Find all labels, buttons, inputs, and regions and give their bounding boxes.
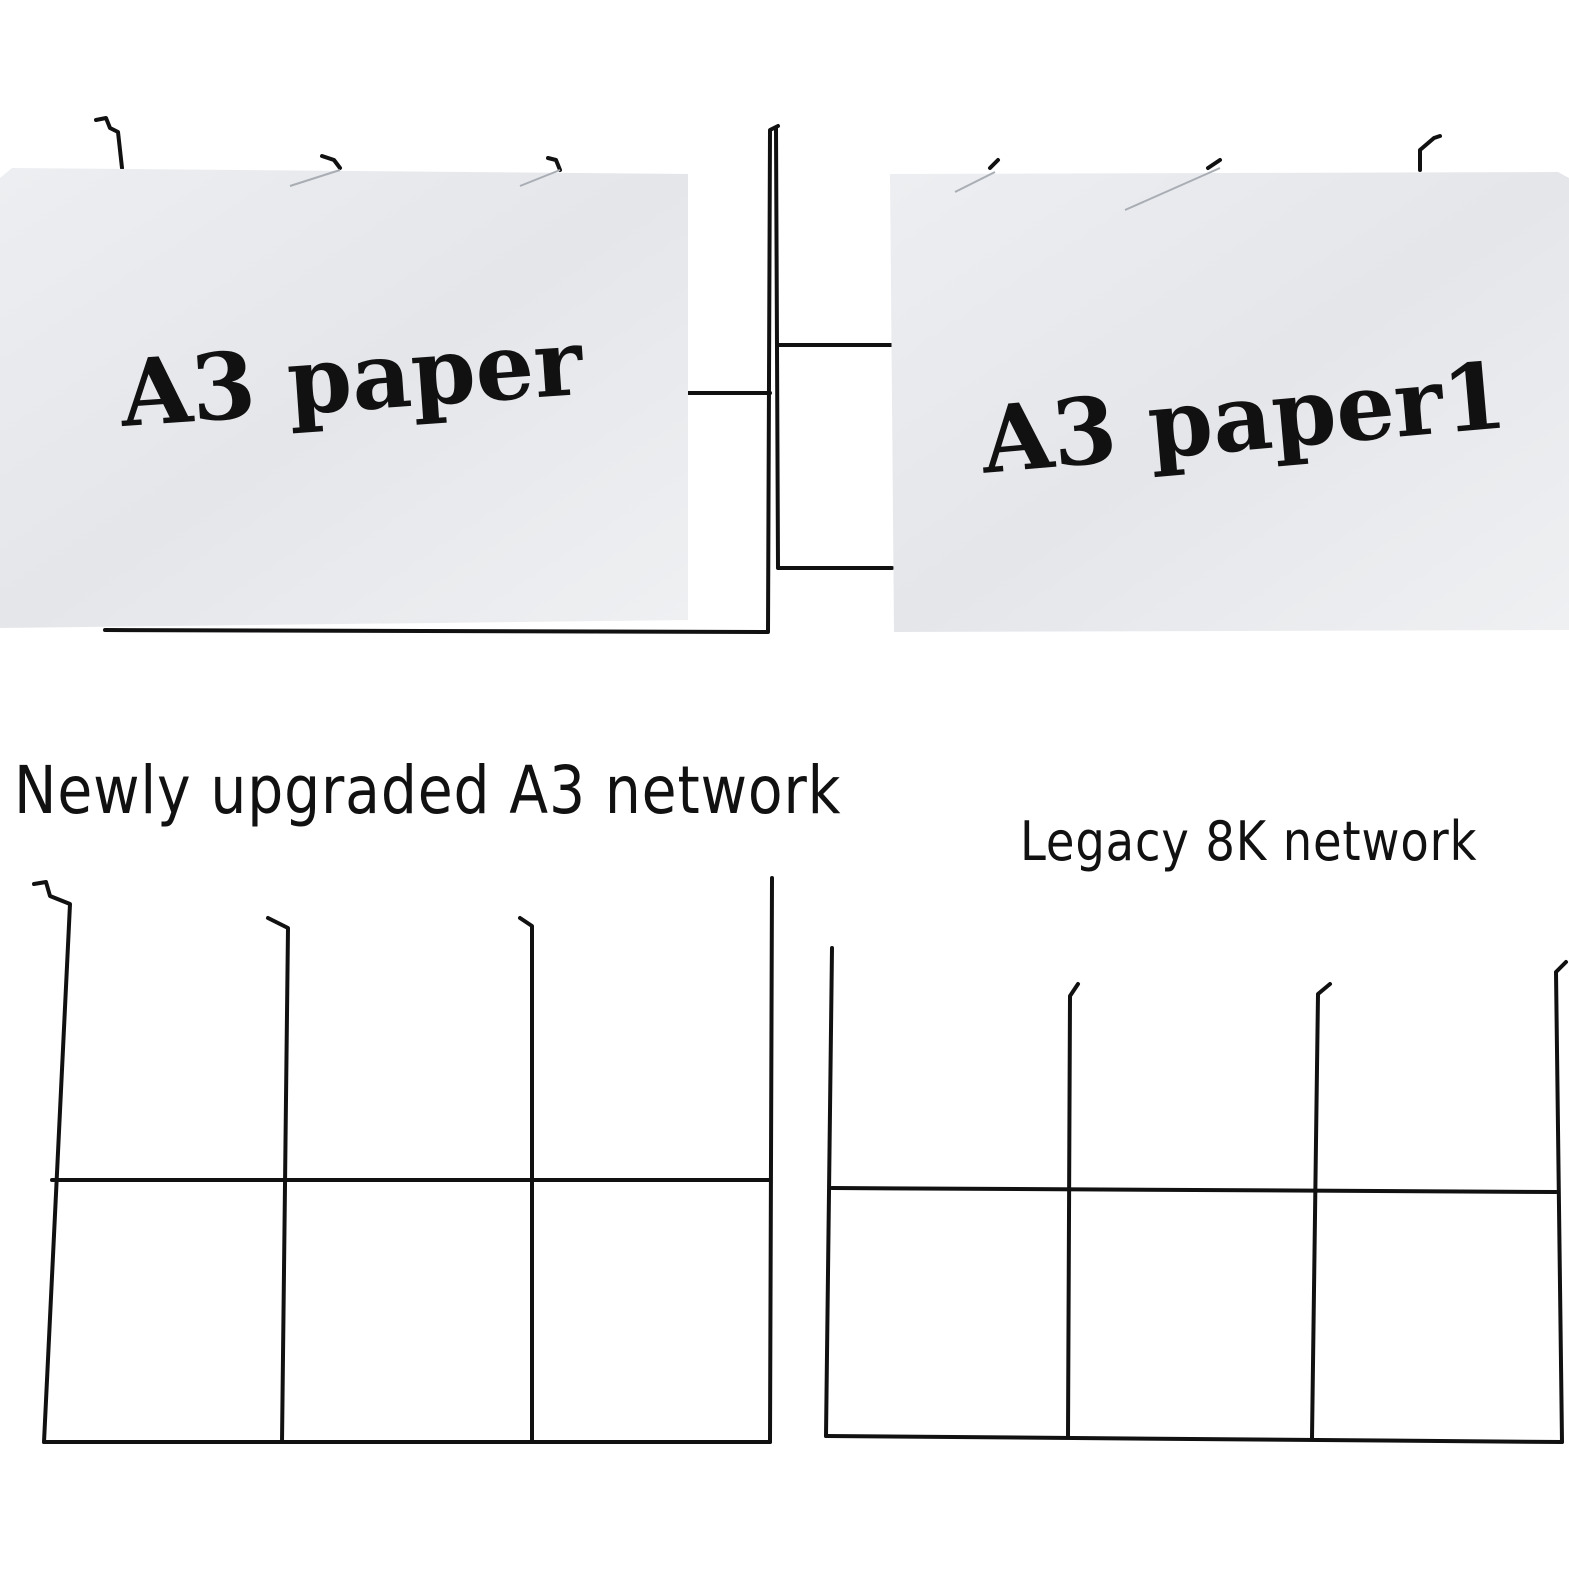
paper-sheet-right: A3 paper1	[890, 167, 1569, 632]
a3-wire-grid	[32, 876, 774, 1444]
8k-wire-grid	[824, 946, 1568, 1444]
paper-sheet-left: A3 paper	[0, 168, 688, 628]
caption-legacy-8k-network: Legacy 8K network	[1020, 810, 1478, 873]
top-wire-frame	[94, 116, 1442, 634]
caption-new-a3-network: Newly upgraded A3 network	[14, 752, 842, 829]
